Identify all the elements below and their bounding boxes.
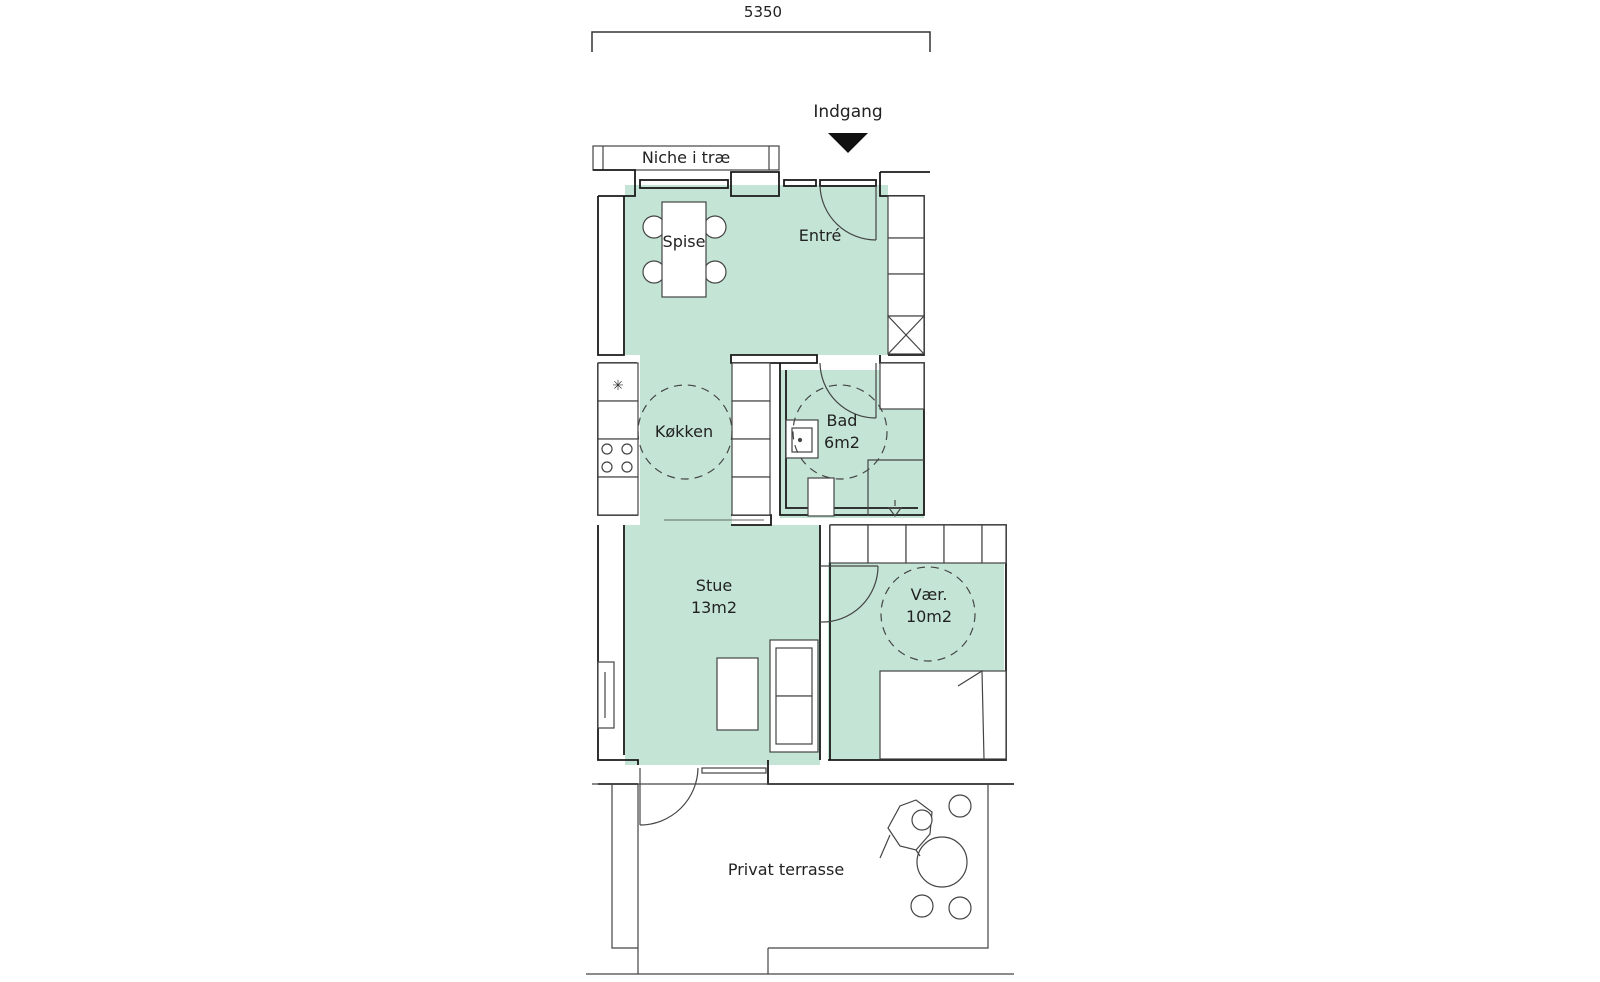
room-label-kokken: Køkken xyxy=(654,422,714,441)
kitchen-turning-circle xyxy=(637,384,733,480)
room-label-entre: Entré xyxy=(798,226,842,245)
room-label-bad: Bad 6m2 xyxy=(824,410,860,454)
walls xyxy=(593,169,1014,785)
room-label-stue: Stue 13m2 xyxy=(691,575,737,619)
room-label-vaer: Vær. 10m2 xyxy=(906,584,952,628)
terrace-outline xyxy=(586,783,1014,975)
niche-box xyxy=(592,145,780,171)
terrace-door xyxy=(639,767,767,826)
kitchen-fan-icon: ✳ xyxy=(612,378,624,394)
terrace-furniture xyxy=(879,794,972,920)
room-name-stue: Stue xyxy=(695,576,733,595)
niche-label: Niche i træ xyxy=(641,148,731,167)
room-name-vaer: Vær. xyxy=(910,585,948,604)
kitchen-counter xyxy=(597,362,771,516)
stue-furniture xyxy=(597,639,819,753)
dimension-bracket xyxy=(591,31,931,52)
dimension-label: 5350 xyxy=(743,3,783,21)
room-name-bad: Bad xyxy=(826,411,858,430)
vaer-door xyxy=(819,565,879,623)
room-label-terrasse: Privat terrasse xyxy=(727,860,845,879)
entry-door xyxy=(819,185,877,241)
bath-fixtures xyxy=(785,362,925,517)
vaer-furniture xyxy=(829,524,1007,760)
room-area-stue: 13m2 xyxy=(690,598,738,617)
room-area-bad: 6m2 xyxy=(824,433,860,452)
room-label-spise: Spise xyxy=(662,232,706,251)
entrance-arrow-icon xyxy=(828,133,868,153)
entry-cabinets xyxy=(887,195,925,355)
entrance-label: Indgang xyxy=(813,102,883,122)
room-area-vaer: 10m2 xyxy=(905,607,953,626)
dining-set xyxy=(642,201,727,298)
